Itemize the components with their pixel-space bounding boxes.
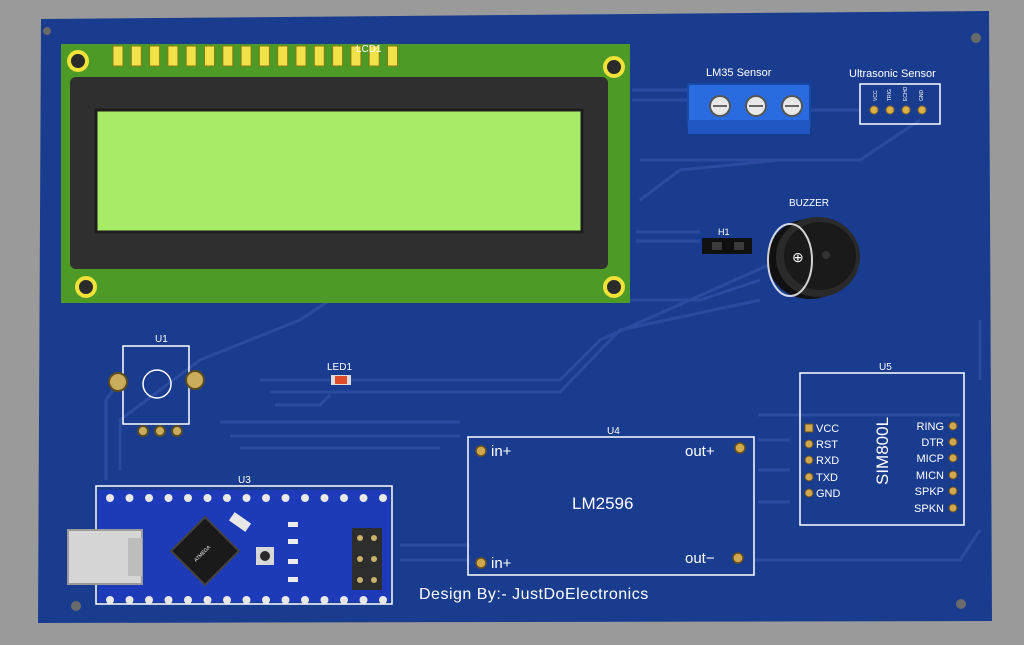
nano-pin <box>106 494 114 502</box>
u5-pin-rst: RST <box>816 439 838 451</box>
nano-pin <box>379 596 387 604</box>
nano-pin <box>281 596 290 604</box>
nano-pin <box>262 494 270 502</box>
nano-pin <box>359 494 368 502</box>
lcd-mount-holes <box>67 50 625 298</box>
u5-pin-spkp: SPKP <box>915 486 944 498</box>
nano-pin <box>145 494 153 502</box>
lcd-pin <box>313 45 325 67</box>
ultrasonic-pin-echo: ECHO <box>903 86 909 101</box>
nano-pin <box>223 494 231 502</box>
nano-pin <box>106 596 114 604</box>
u5-sim800l: U5 SIM800L VCC RST RXD TXD GND RING DTR … <box>799 362 965 526</box>
u5-pin-txd: TXD <box>816 472 838 484</box>
lcd-pin <box>149 45 161 67</box>
design-credit: Design By:- JustDoElectronics <box>419 586 649 603</box>
led1: LED1 <box>327 362 352 385</box>
u1-component: U1 <box>108 334 205 437</box>
u5-pin-dtr: DTR <box>921 437 944 449</box>
u5-pin-spkn: SPKN <box>914 503 944 515</box>
nano-pin <box>164 596 173 604</box>
lm35-terminal-block: LM35 Sensor <box>687 67 811 134</box>
lcd-header-pins <box>112 45 398 67</box>
nano-pin <box>145 596 153 604</box>
nano-pin <box>301 494 309 502</box>
nano-pin <box>125 494 134 502</box>
lcd-pin <box>167 45 179 67</box>
buzzer-label: BUZZER <box>789 198 829 209</box>
nano-pin <box>184 494 192 502</box>
nano-pin <box>164 494 173 502</box>
u5-pin-ring: RING <box>917 421 945 433</box>
lcd-pin <box>368 45 380 67</box>
led1-label: LED1 <box>327 362 352 373</box>
lcd-pin <box>332 45 344 67</box>
lcd-pin <box>204 45 215 67</box>
ultrasonic-pin-vcc: VCC <box>873 90 879 101</box>
u5-pin-micp: MICP <box>917 453 945 465</box>
lcd-pin <box>277 45 289 67</box>
buzzer-plus-icon: ⊕ <box>792 249 804 265</box>
nano-pin <box>359 596 368 604</box>
nano-pin <box>340 596 348 604</box>
nano-pin <box>320 596 329 604</box>
nano-pin <box>242 596 251 604</box>
u3-arduino-nano: U3 ATMEGA <box>67 475 393 605</box>
mcu-chip <box>169 515 241 587</box>
u4-lm2596: U4 LM2596 in+ in+ out+ out− <box>467 426 755 576</box>
u4-title: LM2596 <box>572 494 633 513</box>
nano-pin <box>340 494 348 502</box>
lcd-pin <box>295 45 307 67</box>
lcd-pin <box>185 45 197 67</box>
ultrasonic-pin-trig: TRIG <box>887 89 893 101</box>
u5-label: U5 <box>879 362 892 373</box>
nano-pin <box>203 596 212 604</box>
ultrasonic-pin-gnd: GND <box>919 90 925 102</box>
lcd-pin <box>387 45 398 67</box>
nano-header-pins <box>106 494 387 604</box>
u5-pin-micn: MICN <box>916 470 944 482</box>
u4-pin-in-top: in+ <box>491 443 512 460</box>
u5-pin-vcc: VCC <box>816 423 839 435</box>
u4-pin-in-bottom: in+ <box>491 555 512 572</box>
ultrasonic-header: Ultrasonic Sensor VCC TRIG ECHO GND <box>849 68 941 125</box>
nano-pin <box>203 494 212 502</box>
lcd-module: LCD1 <box>61 44 630 303</box>
h1-header: H1 <box>702 227 752 254</box>
lcd-pin <box>350 45 362 67</box>
u4-pin-out-top: out+ <box>685 443 715 460</box>
u4-label: U4 <box>607 426 620 437</box>
nano-pin <box>242 494 251 502</box>
u5-title: SIM800L <box>873 417 892 485</box>
u3-label: U3 <box>238 475 251 486</box>
lcd-pin <box>258 45 270 67</box>
u1-label: U1 <box>155 334 168 345</box>
lcd-screen <box>94 108 584 234</box>
lcd-pin <box>222 45 234 67</box>
lcd-pin <box>112 45 124 67</box>
nano-pin <box>262 596 270 604</box>
nano-pin <box>301 596 309 604</box>
ultrasonic-label: Ultrasonic Sensor <box>849 68 936 80</box>
nano-pin <box>125 596 134 604</box>
h1-label: H1 <box>718 227 730 237</box>
lcd-pin <box>240 45 252 67</box>
copper-traces <box>104 88 982 562</box>
u5-pin-gnd: GND <box>816 488 841 500</box>
nano-pin <box>379 494 387 502</box>
nano-pin <box>320 494 329 502</box>
lcd-label: LCD1 <box>356 44 382 55</box>
buzzer: BUZZER ⊕ <box>767 198 860 299</box>
mounting-holes <box>43 27 981 611</box>
lcd-pin <box>130 45 142 67</box>
nano-pin <box>281 494 290 502</box>
lm35-label: LM35 Sensor <box>706 67 772 79</box>
u4-pin-out-bottom: out− <box>685 550 715 567</box>
nano-pin <box>223 596 231 604</box>
u5-pin-rxd: RXD <box>816 455 839 467</box>
nano-pin <box>184 596 192 604</box>
